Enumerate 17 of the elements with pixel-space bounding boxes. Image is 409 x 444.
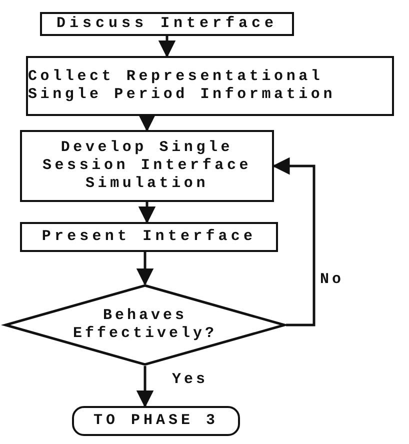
process-box xyxy=(40,12,294,36)
node-text: Develop Single Session Interface Simulation xyxy=(41,139,253,193)
arrow xyxy=(136,252,154,286)
process-box xyxy=(20,222,278,252)
arrow xyxy=(158,36,176,58)
terminal-box xyxy=(72,406,240,436)
arrow xyxy=(272,157,316,326)
node-text: Collect Representational Single Period Information xyxy=(28,68,337,104)
node-text: TO PHASE 3 xyxy=(93,412,218,430)
arrow xyxy=(138,114,156,132)
arrow xyxy=(138,202,156,224)
node-text: Behaves Effectively? xyxy=(72,307,218,343)
arrow xyxy=(136,366,154,408)
node-text: Discuss Interface xyxy=(56,15,278,33)
process-box xyxy=(26,56,394,116)
process-box xyxy=(20,130,274,202)
node-text: Present Interface xyxy=(42,228,256,246)
